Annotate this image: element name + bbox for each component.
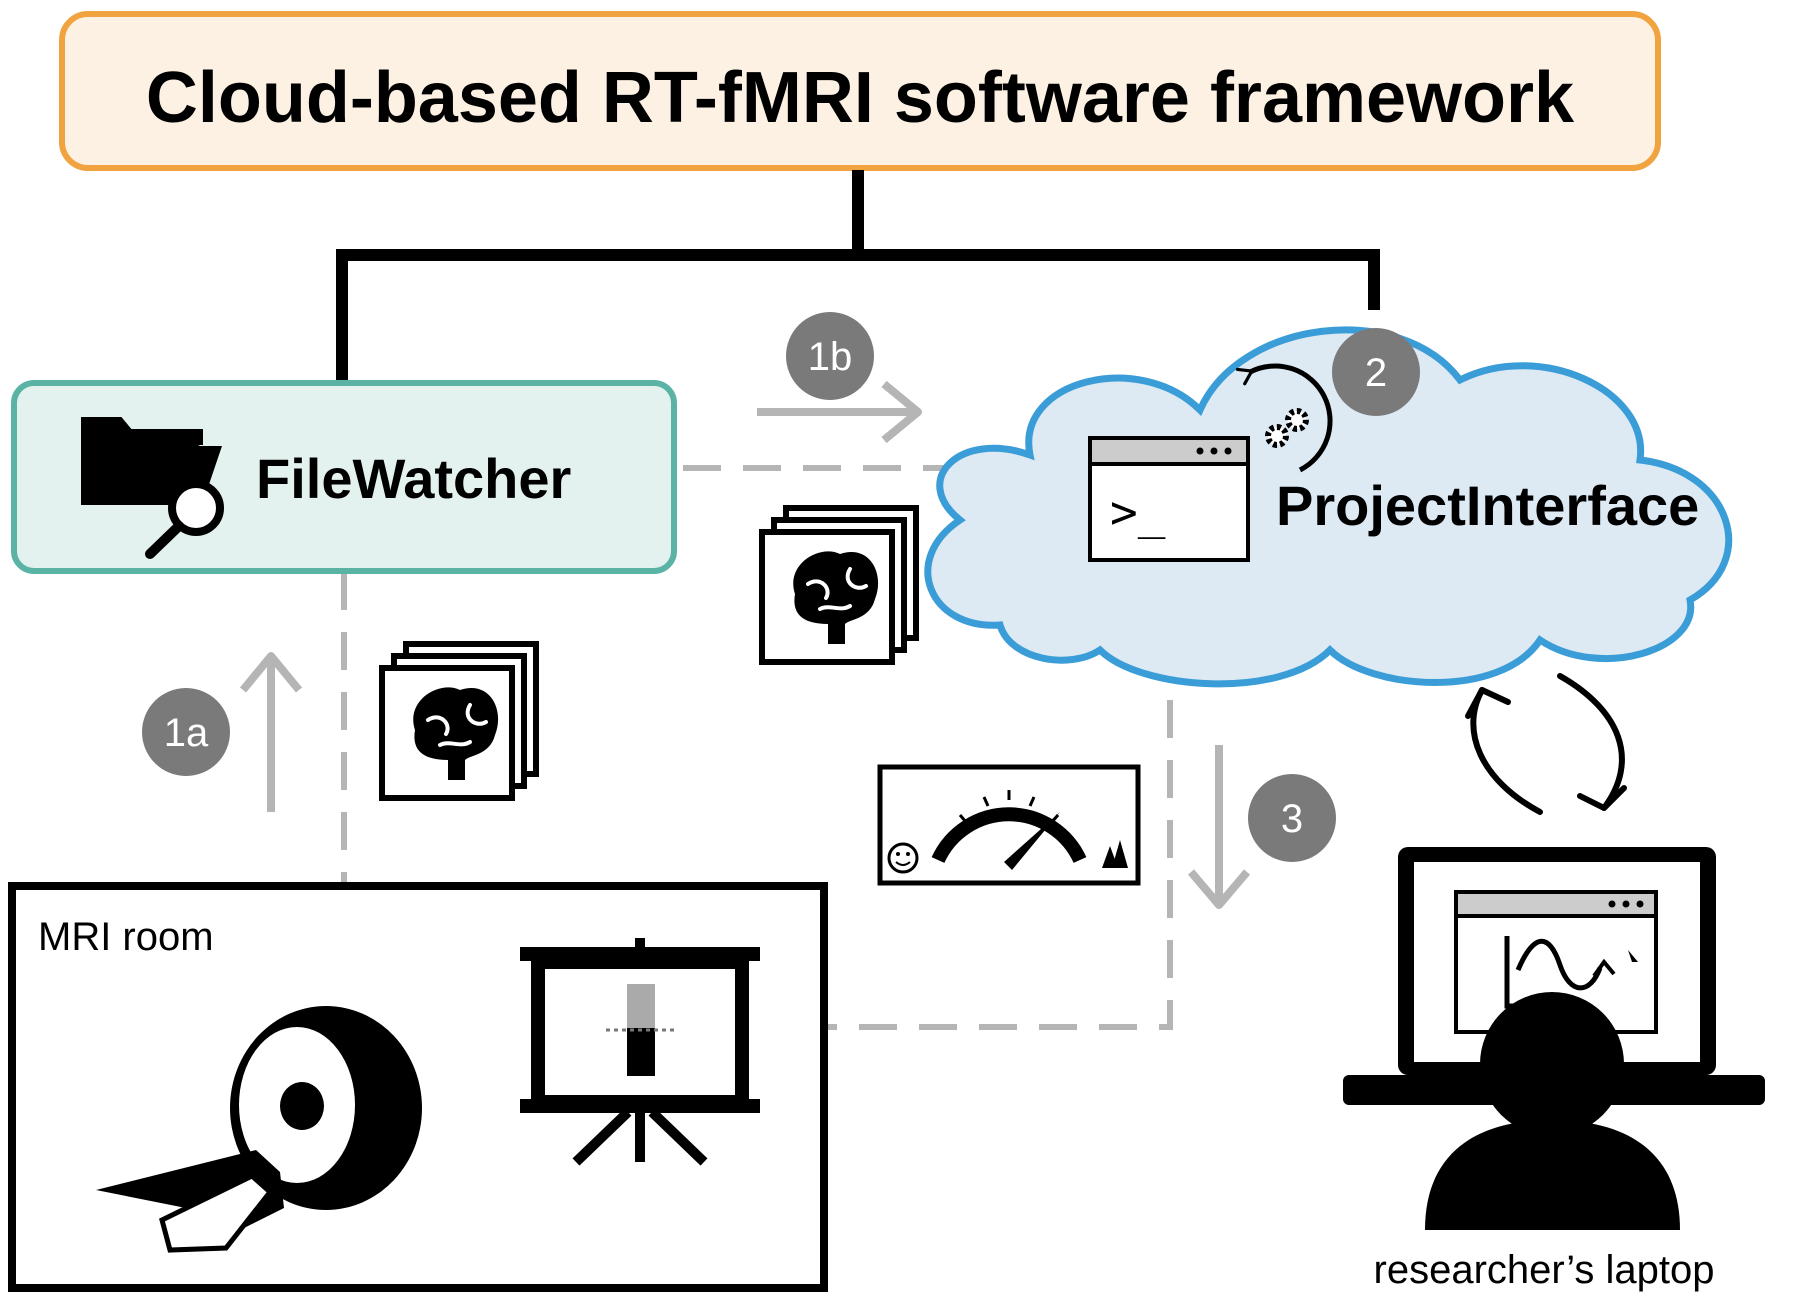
terminal-window-icon: >_ [1088,436,1250,562]
terminal-prompt: >_ [1110,485,1166,539]
title-box: Cloud-based RT-fMRI software framework [59,11,1661,171]
diagram-title: Cloud-based RT-fMRI software framework [146,58,1575,138]
feedback-gauge-icon [877,764,1141,886]
step-1a-label: 1a [164,711,209,755]
step-3: 3 [1187,745,1336,909]
brain-images-icon [759,505,919,665]
step-1a: 1a [142,652,303,812]
folder-search-icon [81,417,224,559]
project-interface-cloud: >_ ProjectInterface [924,326,1733,688]
researcher-laptop-icon: researcher’s laptop [1343,847,1765,1292]
step-1b-label: 1b [808,335,853,379]
filewatcher-label: FileWatcher [256,447,571,510]
step-1b: 1b [757,312,922,444]
step-2-label: 2 [1365,351,1387,395]
step-2: 2 [1332,328,1420,416]
hierarchy-connector [336,170,1380,382]
projector-screen-icon [520,938,760,1166]
mri-scanner-icon [96,1006,422,1253]
project-interface-label: ProjectInterface [1276,474,1699,537]
step-3-label: 3 [1281,797,1303,841]
brain-images-icon [379,641,539,801]
mri-room: MRI room [8,882,828,1292]
gears-icon [1235,363,1333,473]
laptop-label: researcher’s laptop [1374,1248,1715,1292]
sync-arrows-icon [1465,673,1627,815]
mri-room-label: MRI room [38,915,214,959]
filewatcher-node: FileWatcher [11,380,677,574]
